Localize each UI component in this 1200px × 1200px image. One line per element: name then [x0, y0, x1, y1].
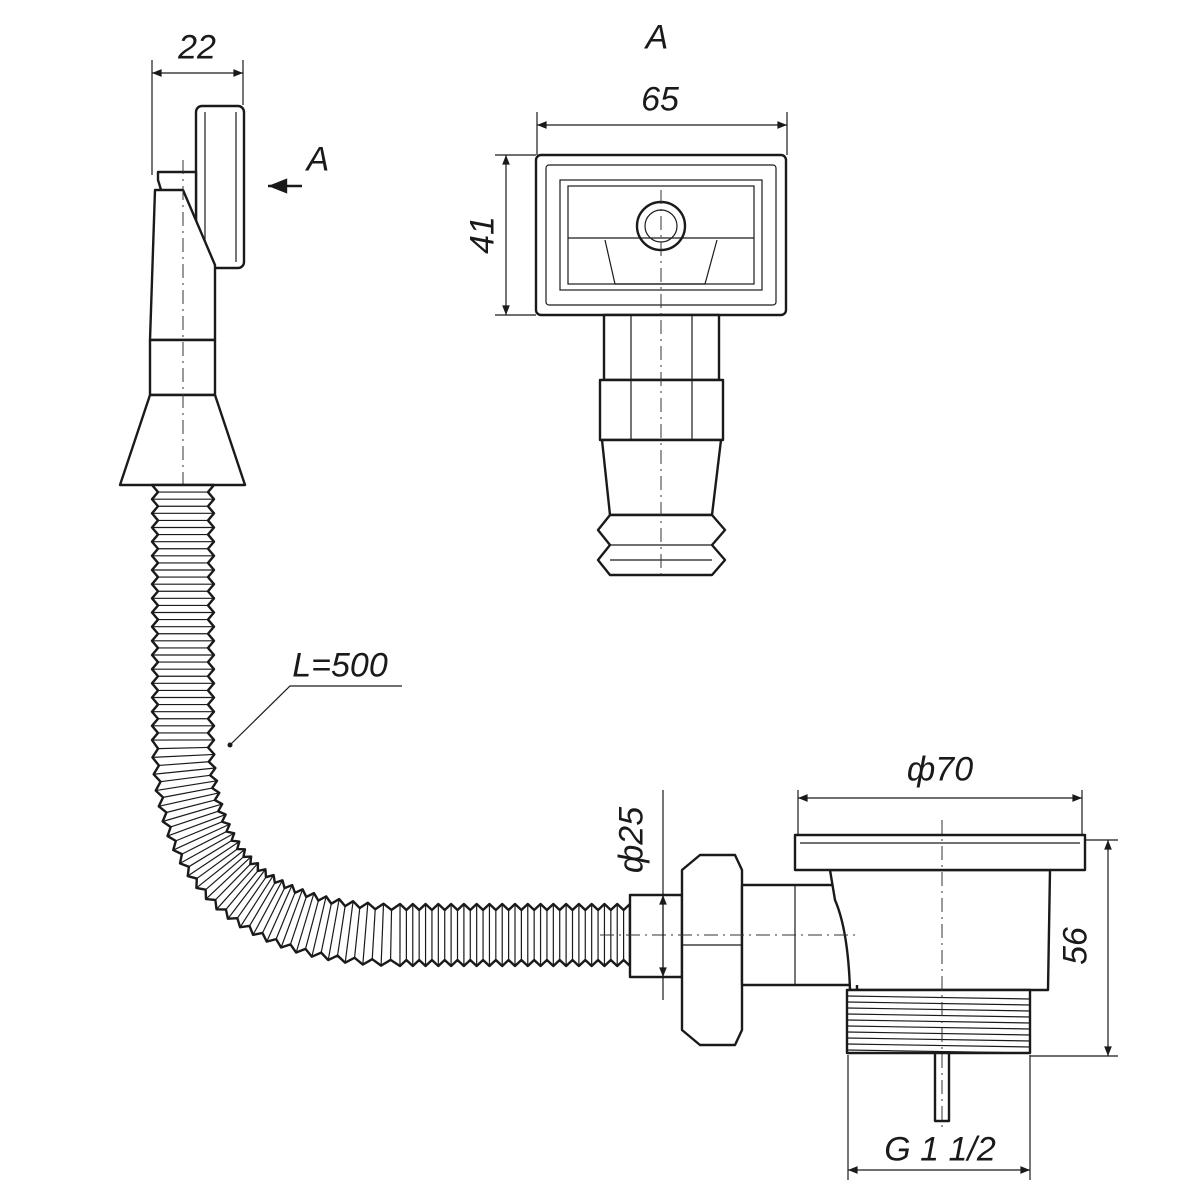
hose-rib — [187, 841, 240, 877]
hose-rib — [196, 848, 238, 880]
dimension-41-label: 41 — [463, 216, 502, 254]
thread-line — [846, 995, 1031, 1000]
dimension-thread — [847, 1055, 1031, 1180]
hose-rib — [344, 901, 354, 963]
hose-length-label: L=500 — [292, 646, 388, 685]
hose-rib — [320, 903, 332, 953]
hose-rib — [162, 803, 223, 823]
dimension-phi25-label: ф25 — [612, 806, 651, 874]
hose-rib — [389, 909, 393, 960]
thread-size-label: G 1 1/2 — [884, 1130, 996, 1169]
hose-rib — [155, 780, 218, 792]
dimension-65-label: 65 — [641, 80, 679, 119]
dimension-41 — [495, 154, 536, 316]
dimension-65 — [536, 112, 788, 155]
thread-line — [846, 1001, 1031, 1006]
thread-line — [846, 1037, 1031, 1042]
hose-rib — [311, 896, 327, 957]
view-title: A — [645, 18, 669, 57]
thread-line — [846, 1019, 1031, 1024]
hose-rib — [227, 868, 266, 920]
hose-rib — [249, 882, 276, 927]
hose-rib — [196, 848, 246, 889]
hose-rib — [173, 823, 230, 851]
hose-rib — [266, 884, 293, 942]
length-leader — [229, 685, 402, 746]
hose-rib — [261, 887, 286, 934]
hose-rib — [181, 831, 227, 855]
hose-rib — [152, 753, 215, 759]
hose-rib — [216, 862, 259, 910]
thread-line — [846, 1049, 1031, 1054]
hose-rib — [179, 832, 235, 864]
hose-rib — [236, 876, 267, 919]
corrugated-hose — [150, 483, 632, 968]
view-arrow-label: A — [306, 140, 330, 179]
hose-rib — [205, 856, 252, 900]
hose-rib — [362, 902, 369, 965]
hose-rib — [380, 903, 385, 966]
hose-rib — [188, 840, 232, 868]
hose-rib — [167, 813, 226, 837]
hose-rib — [353, 907, 361, 958]
hose-rib — [160, 774, 211, 783]
dimension-phi70 — [797, 790, 1083, 835]
thread-line — [846, 1007, 1031, 1012]
drain-assembly — [628, 833, 1087, 1123]
dimension-56-label: 56 — [1056, 927, 1095, 965]
hose-rib — [371, 909, 376, 960]
hose-rib — [162, 787, 213, 798]
hose-rib — [275, 892, 296, 940]
hose-rib — [175, 821, 223, 842]
hose-rib — [280, 889, 304, 948]
hose-rib — [252, 880, 284, 936]
thread-line — [846, 1025, 1031, 1030]
hose-rib — [327, 898, 340, 961]
dimension-22-label: 22 — [178, 28, 216, 67]
hose-rib — [205, 856, 244, 891]
hose-rib — [158, 792, 220, 807]
hose-rib — [214, 863, 251, 901]
hose-rib — [158, 761, 209, 767]
thread-line — [846, 1013, 1031, 1018]
thread-line — [846, 1043, 1031, 1048]
dimension-phi70-label: ф70 — [906, 750, 974, 789]
hose-rib — [289, 896, 307, 945]
hose-rib — [304, 900, 319, 950]
hose-rib — [336, 906, 346, 956]
hose-rib — [166, 799, 215, 814]
hose-rib — [239, 874, 275, 928]
dimension-22 — [151, 60, 244, 175]
hose-rib — [225, 870, 259, 910]
hose-rib — [153, 767, 216, 775]
hose-rib — [158, 746, 209, 750]
hose-rib — [295, 892, 315, 953]
thread-line — [846, 1031, 1031, 1036]
hose-outline — [150, 483, 632, 968]
hose-rib — [170, 810, 219, 828]
dimension-56 — [1030, 839, 1118, 1057]
